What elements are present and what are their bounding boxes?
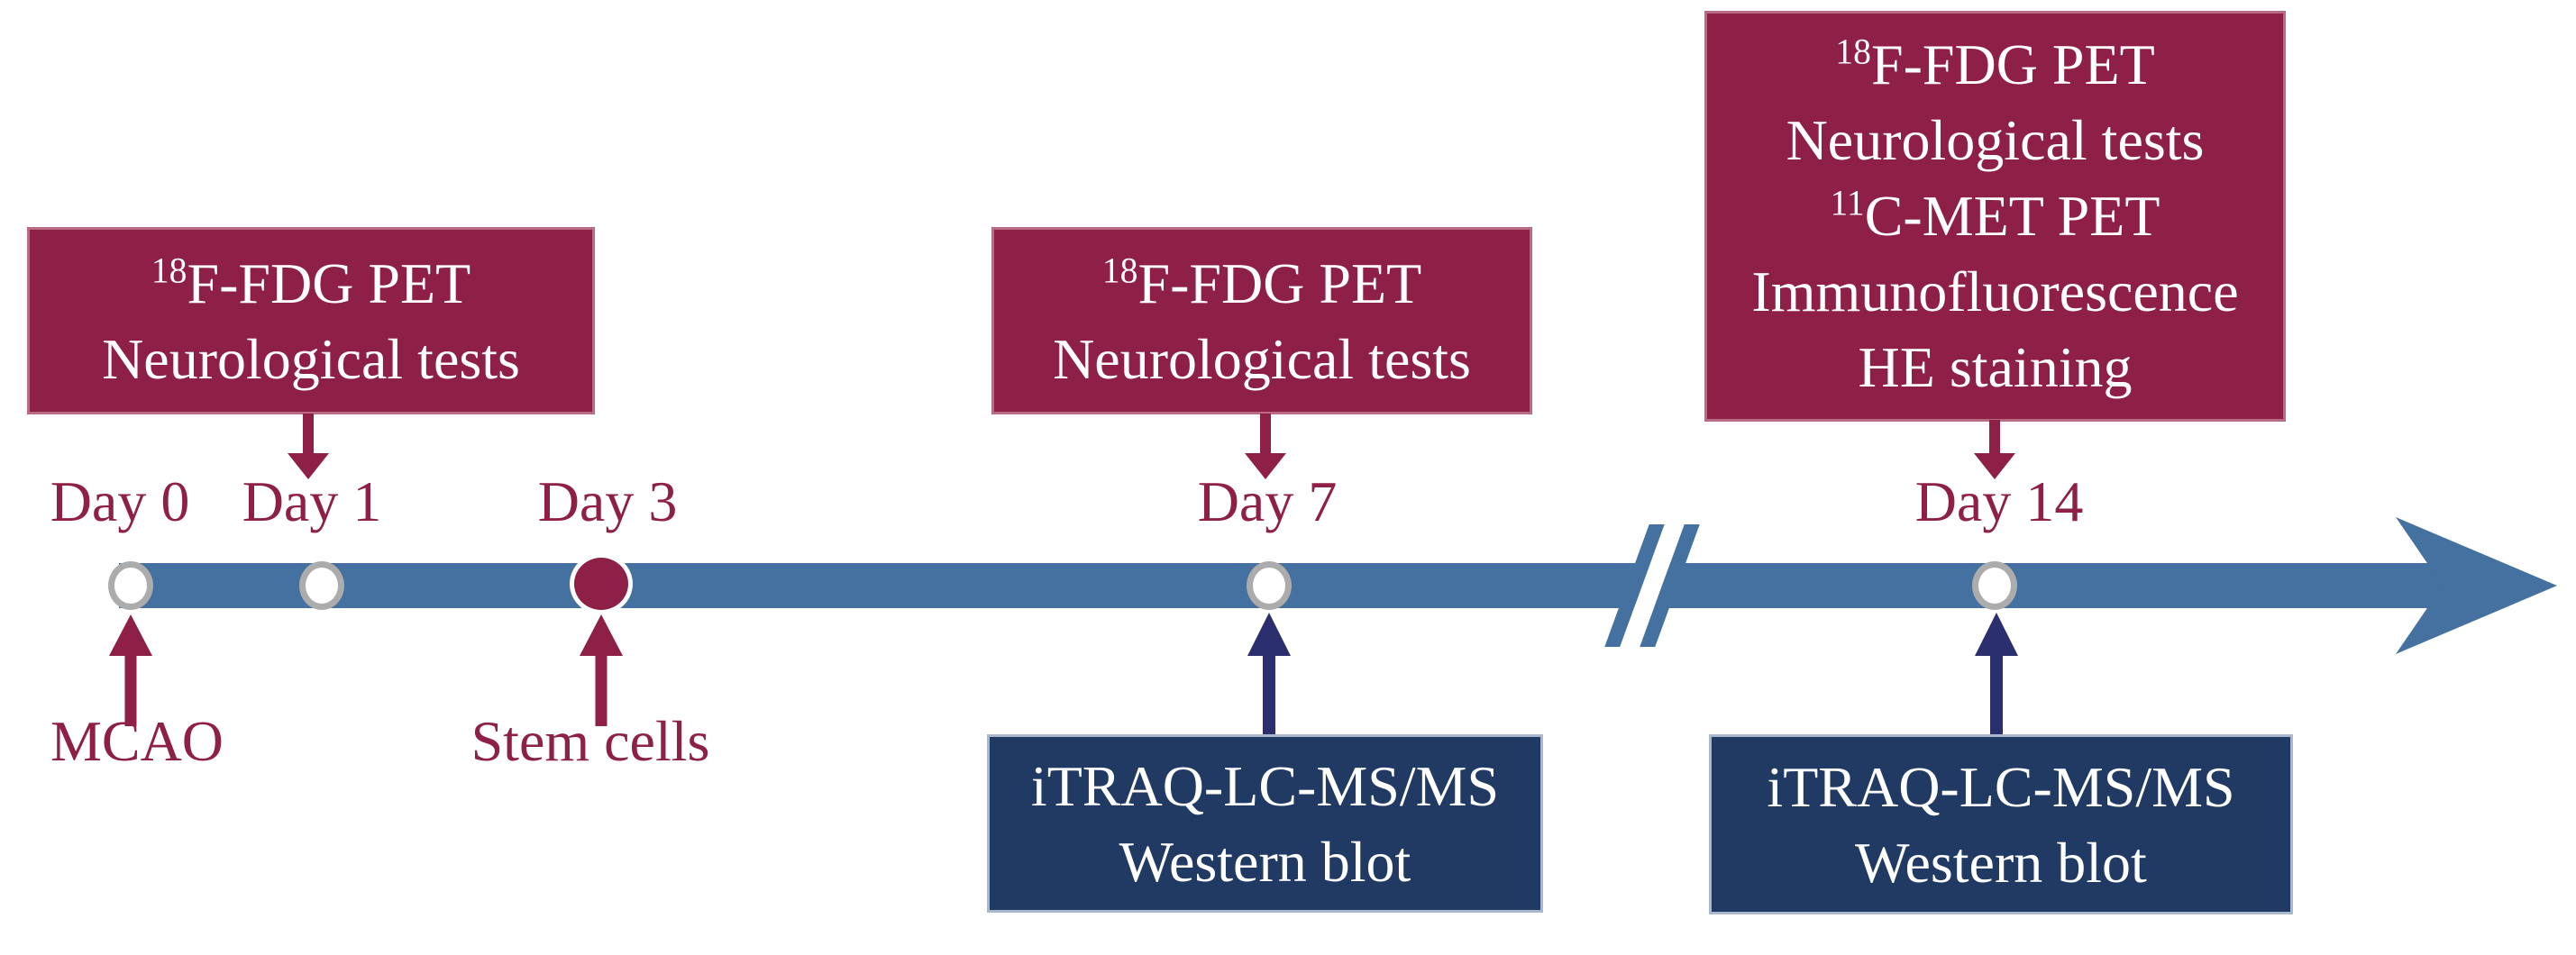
event-box-line: iTRAQ-LC-MS/MS	[1030, 754, 1500, 818]
isotope-superscript: 18	[151, 250, 187, 291]
down-arrow-icon	[1973, 420, 2016, 479]
event-box-line: iTRAQ-LC-MS/MS	[1767, 755, 2235, 819]
event-box-line: Western blot	[1119, 830, 1411, 894]
day-marker-dot-day1	[299, 561, 344, 610]
event-box-line: 18F-FDG PET	[151, 250, 471, 315]
day-label-1: Day 1	[242, 469, 382, 533]
event-box-line: Immunofluorescence	[1751, 259, 2239, 323]
event-box-line: HE staining	[1858, 335, 2133, 399]
day-label-0: Day 0	[50, 469, 190, 533]
up-arrow-icon	[108, 614, 153, 728]
event-box-day14: 18F-FDG PET Neurological tests 11C-MET P…	[1704, 11, 2286, 422]
event-box-day7: 18F-FDG PET Neurological tests	[991, 227, 1532, 414]
event-box-line: Neurological tests	[102, 327, 520, 391]
isotope-superscript: 18	[1101, 250, 1138, 291]
event-box-line: 18F-FDG PET	[1101, 250, 1422, 315]
timeline-arrowhead-icon	[2396, 517, 2557, 654]
day-marker-dot-day14	[1972, 561, 2017, 610]
event-box-line: 18F-FDG PET	[1835, 32, 2155, 96]
event-box-day14-proteomics: iTRAQ-LC-MS/MS Western blot	[1709, 734, 2293, 914]
up-arrow-icon	[1247, 613, 1292, 734]
day-marker-dot-day3	[570, 553, 633, 614]
down-arrow-icon	[287, 414, 330, 479]
day-label-7: Day 7	[1197, 469, 1338, 533]
event-box-day1: 18F-FDG PET Neurological tests	[27, 227, 595, 414]
down-arrow-icon	[1244, 414, 1287, 479]
event-box-line: Neurological tests	[1053, 327, 1471, 391]
isotope-superscript: 18	[1835, 32, 1871, 72]
isotope-superscript: 11	[1830, 183, 1865, 223]
stem-cells-label: Stem cells	[470, 709, 710, 773]
event-box-line: 11C-MET PET	[1830, 183, 2160, 248]
up-arrow-icon	[579, 614, 624, 728]
day-label-14: Day 14	[1914, 469, 2084, 533]
mcao-label: MCAO	[50, 709, 224, 773]
day-marker-dot-day7	[1247, 561, 1292, 610]
day-marker-dot-day0	[108, 561, 153, 610]
event-box-day7-proteomics: iTRAQ-LC-MS/MS Western blot	[987, 734, 1543, 913]
event-box-line: Neurological tests	[1786, 108, 2205, 172]
up-arrow-icon	[1974, 613, 2019, 734]
day-label-3: Day 3	[537, 469, 678, 533]
event-box-line: Western blot	[1855, 831, 2147, 895]
